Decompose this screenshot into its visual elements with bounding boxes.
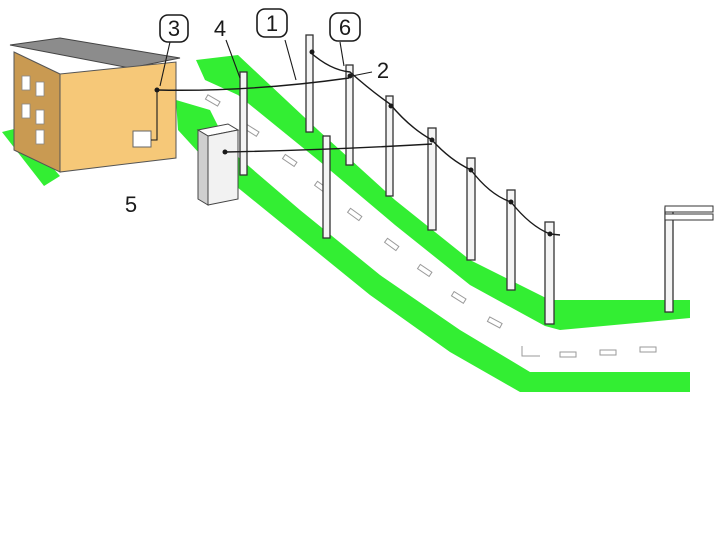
pole <box>345 64 354 166</box>
pole <box>544 221 555 325</box>
label-5: 5 <box>125 192 137 217</box>
building-roof <box>9 37 181 69</box>
insulators <box>154 49 553 237</box>
label-6: 6 <box>329 12 361 42</box>
label-3-text: 3 <box>168 16 180 41</box>
label-1: 1 <box>256 8 288 38</box>
label-5-text: 5 <box>125 192 137 217</box>
poles <box>239 34 674 325</box>
meter-box <box>132 130 152 148</box>
pole <box>427 127 437 231</box>
leader-4 <box>225 39 241 79</box>
crossarm <box>664 205 714 221</box>
label-1-text: 1 <box>266 11 278 36</box>
branch-to-cabinet-wire <box>224 143 433 153</box>
label-3: 3 <box>159 14 189 43</box>
label-4: 4 <box>214 16 226 41</box>
pole <box>506 189 516 291</box>
building <box>9 37 181 173</box>
service-drop-cable <box>151 88 158 141</box>
lawn-strip-outer <box>176 100 690 392</box>
branch-to-building-wire <box>156 77 350 91</box>
label-6-text: 6 <box>339 15 351 40</box>
pole <box>664 207 674 313</box>
leader-6 <box>339 41 345 67</box>
label-2-text: 2 <box>377 58 389 83</box>
overhead-wires <box>154 49 561 237</box>
building-side-wall <box>59 61 177 173</box>
pole <box>239 71 248 176</box>
pole <box>322 135 331 239</box>
label-4-text: 4 <box>214 16 226 41</box>
label-2: 2 <box>377 58 389 83</box>
road-markings <box>204 94 657 358</box>
building-windows <box>21 75 45 145</box>
distribution-cabinet <box>196 123 240 206</box>
leader-3 <box>159 41 171 87</box>
leader-1 <box>284 39 297 81</box>
leader-lines <box>159 39 373 87</box>
leader-2 <box>351 71 373 77</box>
pole <box>466 157 476 261</box>
